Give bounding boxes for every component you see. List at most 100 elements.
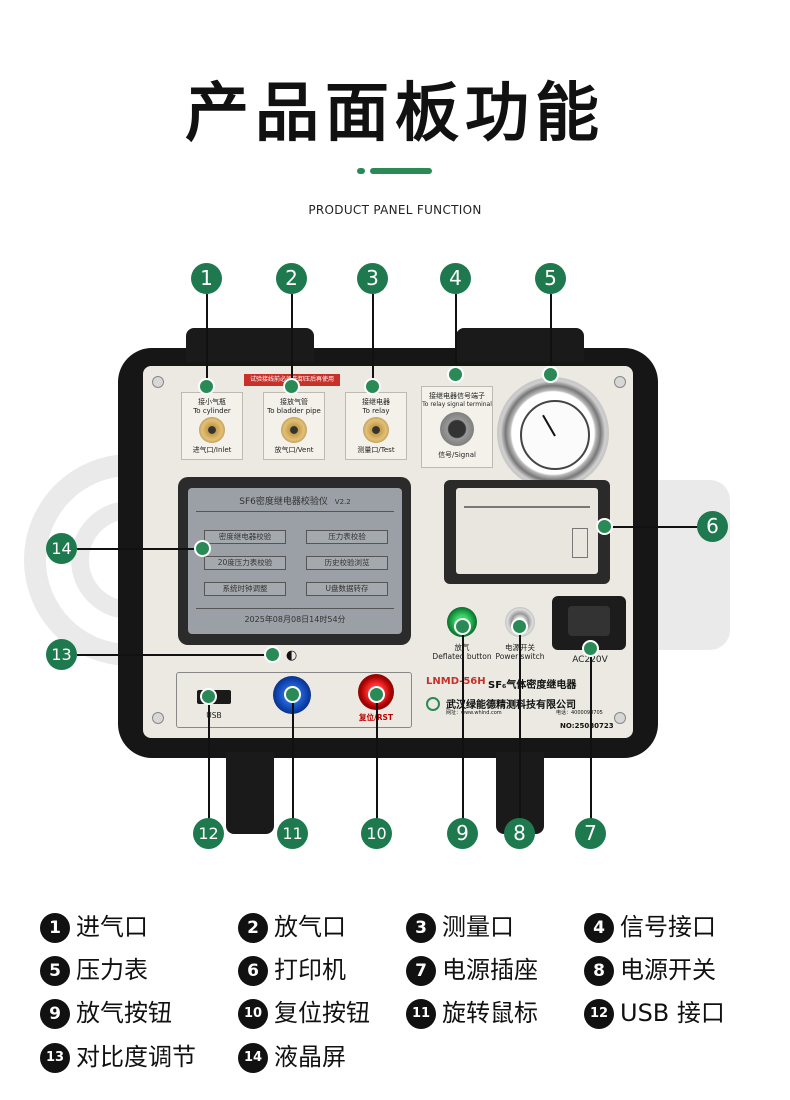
callout-marker: [596, 518, 613, 535]
latch-right: [456, 328, 584, 362]
test-port-bottom-label: 测量口/Test: [357, 446, 395, 454]
lcd-menu-item[interactable]: 压力表校验: [306, 530, 388, 544]
callout-marker: [582, 640, 599, 657]
callout-line: [462, 626, 464, 822]
signal-connector-icon: [440, 412, 474, 446]
legend-number: 6: [238, 956, 268, 986]
lcd-menu-item[interactable]: 密度继电器校验: [204, 530, 286, 544]
vent-port[interactable]: 接放气管 To bladder pipe 放气口/Vent: [263, 392, 325, 460]
callout-4: 4: [440, 263, 471, 294]
test-port[interactable]: 接继电器 To relay 测量口/Test: [345, 392, 407, 460]
legend-number: 11: [406, 999, 436, 1029]
signal-port-bottom-label: 信号/Signal: [438, 451, 476, 459]
legend-label: 测量口: [442, 913, 514, 941]
serial-number: NO:25080723: [560, 722, 614, 730]
callout-1: 1: [191, 263, 222, 294]
legend-number: 2: [238, 913, 268, 943]
vent-port-top-label: 接放气管: [280, 398, 308, 406]
screw-icon: [614, 376, 626, 388]
signal-port-sub-label: To relay signal terminal: [422, 401, 492, 408]
callout-line: [376, 694, 378, 822]
legend-label: 放气口: [274, 913, 346, 941]
legend-label: 复位按钮: [274, 999, 370, 1027]
inlet-port[interactable]: 接小气瓶 To cylinder 进气口/Inlet: [181, 392, 243, 460]
callout-10: 10: [361, 818, 392, 849]
callout-line: [519, 626, 521, 822]
legend-label: 打印机: [274, 956, 346, 984]
model-number: LNMD-56H: [426, 676, 486, 687]
lcd-menu-item[interactable]: 20度压力表校验: [204, 556, 286, 570]
callout-marker: [454, 618, 471, 635]
callout-13: 13: [46, 639, 77, 670]
callout-line: [372, 294, 374, 388]
callout-line: [590, 648, 592, 822]
legend-label: 电源插座: [442, 956, 538, 984]
callout-7: 7: [575, 818, 606, 849]
lcd-screen[interactable]: SF6密度继电器校验仪 V2.2 密度继电器校验 压力表校验 20度压力表校验 …: [188, 488, 402, 634]
company-name: 武汉绿能德精测科技有限公司: [446, 700, 576, 711]
legend-number: 7: [406, 956, 436, 986]
callout-8: 8: [504, 818, 535, 849]
printer-paper-slot[interactable]: [456, 488, 598, 574]
legend-label: 进气口: [76, 913, 148, 941]
bottom-control-box: [176, 672, 412, 728]
inlet-port-sub-label: To cylinder: [193, 407, 231, 415]
callout-marker: [194, 540, 211, 557]
contrast-icon[interactable]: ◐: [286, 648, 298, 663]
legend-number: 1: [40, 913, 70, 943]
callout-14: 14: [46, 533, 77, 564]
callout-marker: [447, 366, 464, 383]
vent-port-sub-label: To bladder pipe: [267, 407, 321, 415]
legend-number: 13: [40, 1043, 70, 1073]
callout-marker: [368, 686, 385, 703]
callout-line: [77, 548, 202, 550]
callout-marker: [284, 686, 301, 703]
callout-line: [455, 294, 457, 376]
legend-label: 液晶屏: [274, 1043, 346, 1071]
callout-line: [550, 294, 552, 376]
vent-fitting-icon: [281, 417, 307, 443]
company-website: 网址：www.whlnd.com: [446, 710, 502, 716]
lcd-version: V2.2: [334, 498, 351, 506]
product-name: SF₆气体密度继电器: [488, 680, 577, 691]
vent-port-bottom-label: 放气口/Vent: [274, 446, 314, 454]
callout-line: [206, 294, 208, 388]
callout-marker: [542, 366, 559, 383]
lcd-menu-item[interactable]: 历史校验浏览: [306, 556, 388, 570]
callout-line: [77, 654, 272, 656]
legend-number: 5: [40, 956, 70, 986]
callout-9: 9: [447, 818, 478, 849]
legend-label: 信号接口: [620, 913, 716, 941]
legend-label: 压力表: [76, 956, 148, 984]
test-fitting-icon: [363, 417, 389, 443]
legend-number: 9: [40, 999, 70, 1029]
company-phone: 电话：4000098705: [556, 710, 603, 716]
test-port-sub-label: To relay: [362, 407, 390, 415]
callout-marker: [283, 378, 300, 395]
legend-number: 10: [238, 999, 268, 1029]
inlet-port-top-label: 接小气瓶: [198, 398, 226, 406]
lcd-menu-item[interactable]: U盘数据转存: [306, 582, 388, 596]
callout-marker: [511, 618, 528, 635]
legend-label: 旋转鼠标: [442, 999, 538, 1027]
callout-line: [291, 294, 293, 388]
legend-number: 8: [584, 956, 614, 986]
lcd-menu-item[interactable]: 系统时钟调整: [204, 582, 286, 596]
inlet-fitting-icon: [199, 417, 225, 443]
callout-3: 3: [357, 263, 388, 294]
signal-port[interactable]: 接继电器信号端子 To relay signal terminal 信号/Sig…: [421, 386, 493, 468]
page-subtitle: PRODUCT PANEL FUNCTION: [308, 203, 482, 217]
legend-label: 对比度调节: [76, 1043, 196, 1071]
